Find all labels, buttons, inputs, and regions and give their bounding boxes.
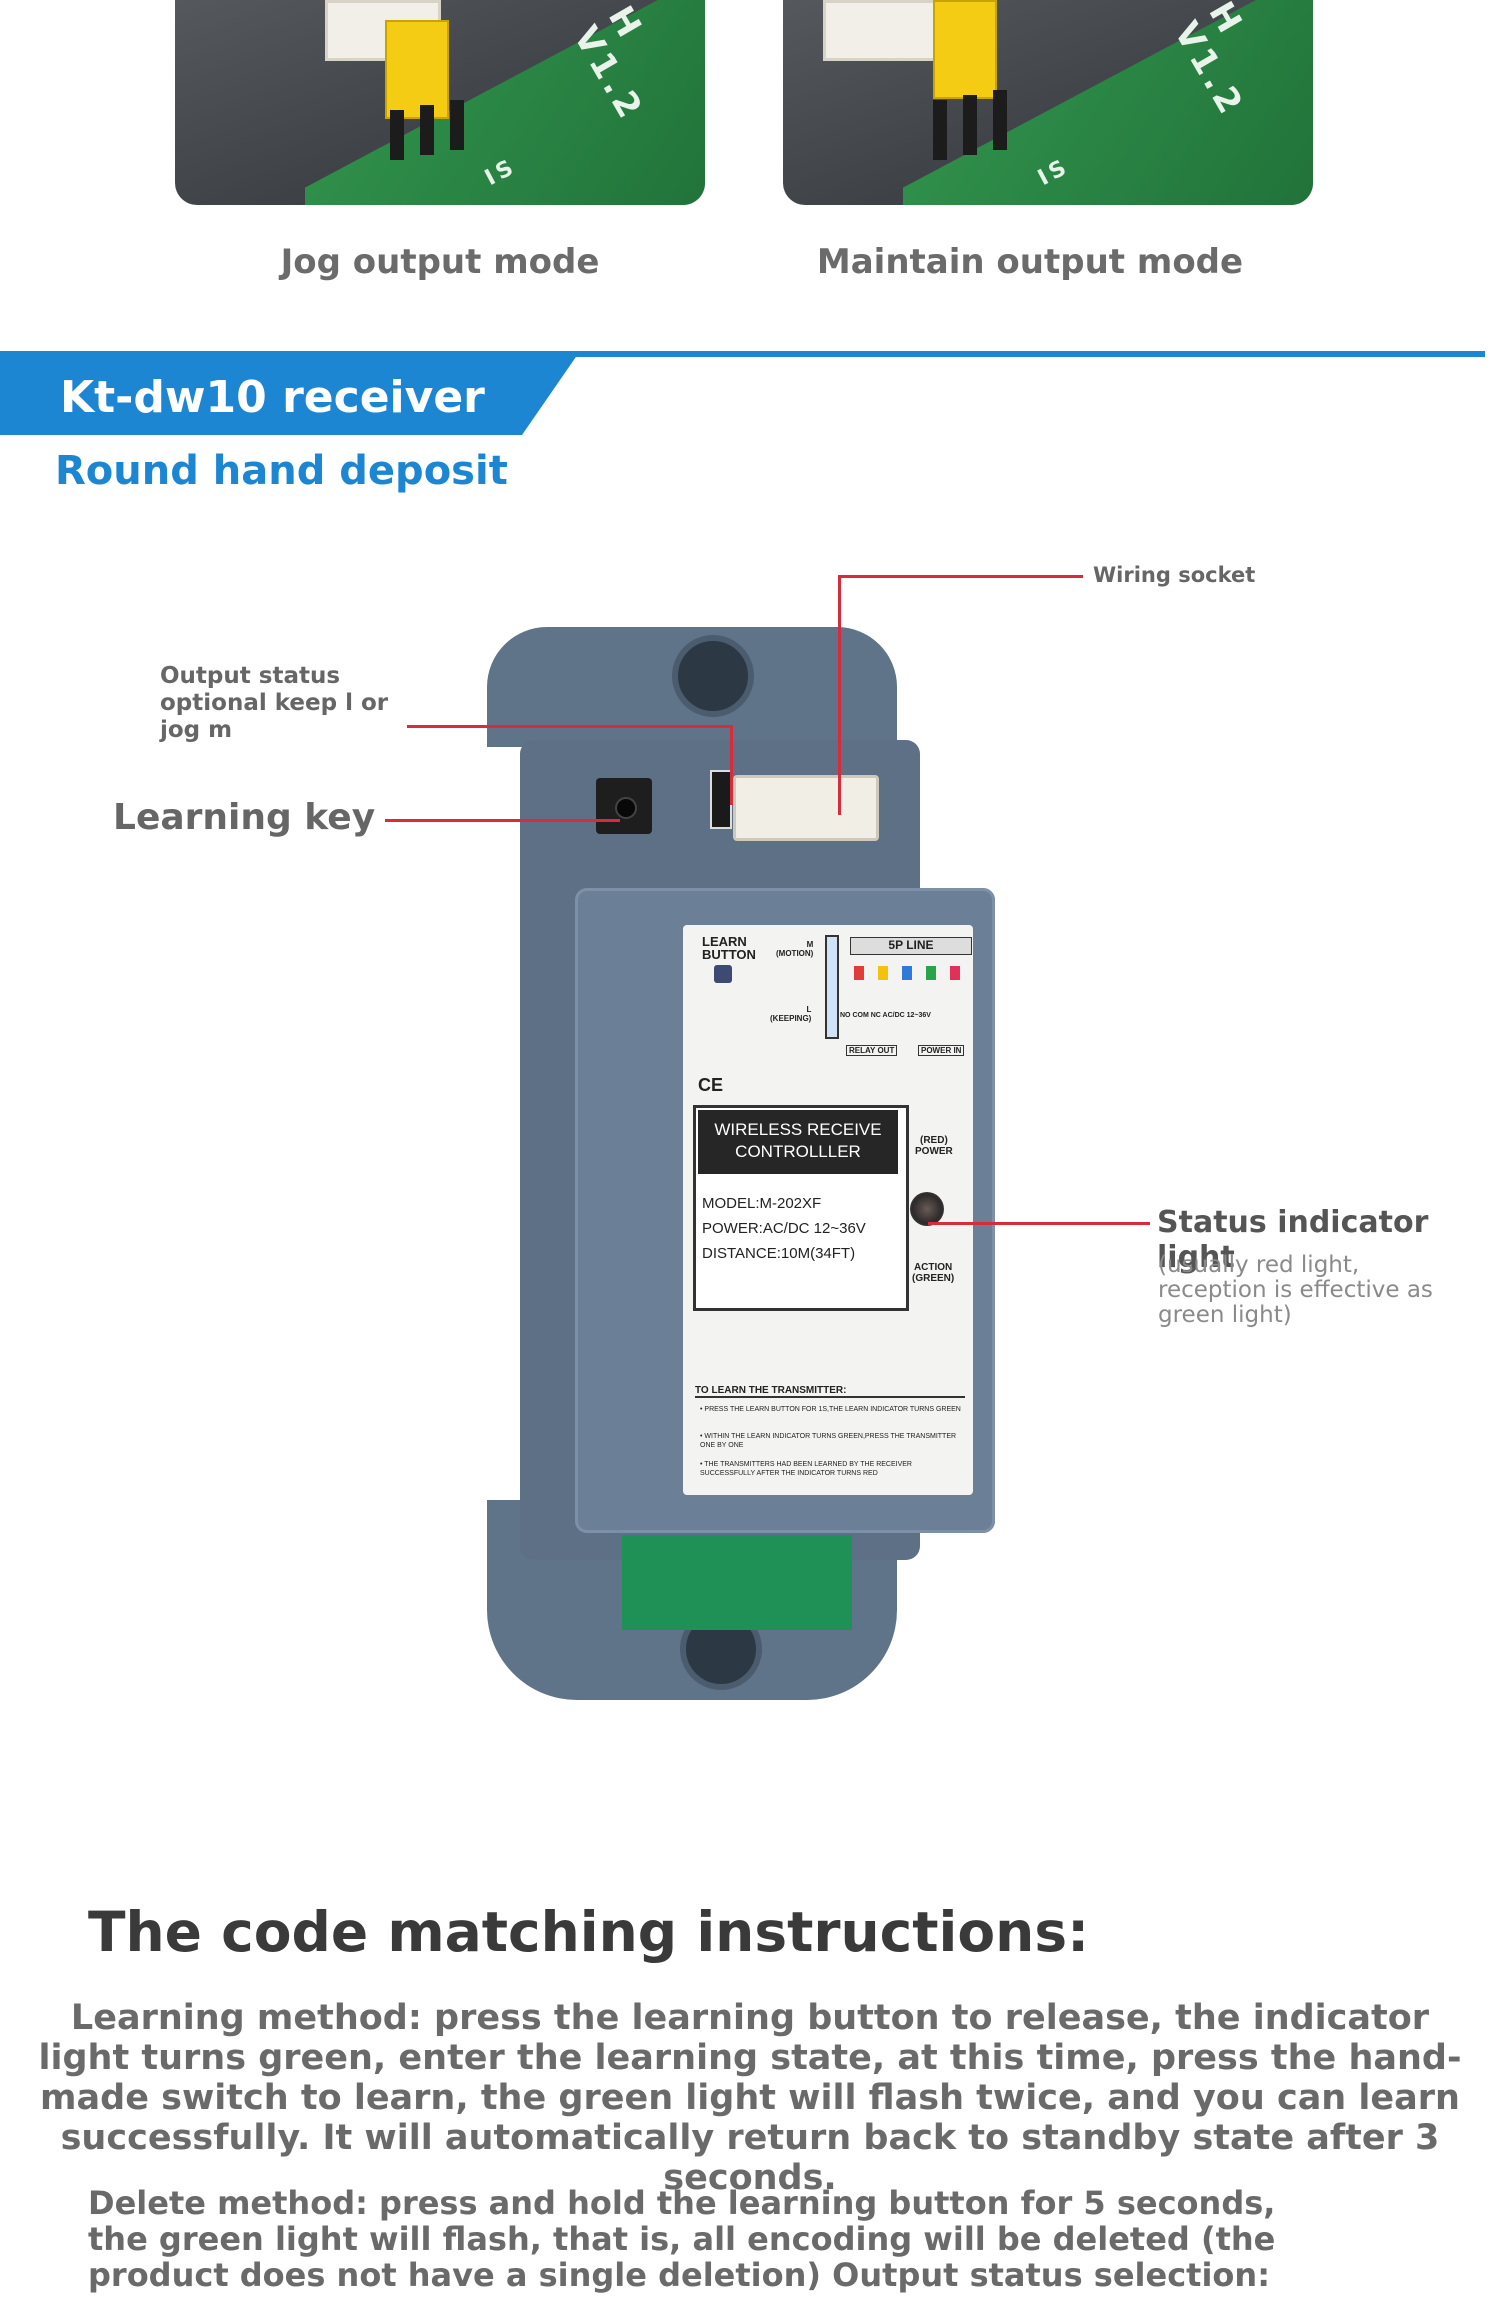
status-light-leader — [928, 1222, 1150, 1225]
wiring-socket — [733, 775, 879, 841]
learning-method-text: Learning method: press the learning butt… — [38, 1998, 1462, 2198]
controller-distance: DISTANCE:10M(34FT) — [702, 1245, 856, 1262]
maintain-mode-label: Maintain output mode — [816, 242, 1244, 282]
swatch-2 — [878, 966, 888, 980]
label-motion: M (MOTION) — [776, 940, 814, 958]
label-learn-button-dot — [714, 965, 732, 983]
instructions-title: The code matching instructions: — [88, 1900, 1090, 1964]
learning-key-leader — [385, 819, 620, 822]
wiring-socket-leader-vertical — [838, 575, 841, 815]
label-ce-mark: CE — [698, 1075, 724, 1095]
wiring-socket-leader — [838, 575, 1083, 578]
label-learn-button: LEARN BUTTON — [702, 934, 756, 962]
controller-power: POWER:AC/DC 12~36V — [702, 1220, 866, 1237]
maintain-mode-photo: H V1.2 IS — [783, 0, 1313, 205]
swatch-3 — [902, 966, 912, 980]
learn-steps-title: TO LEARN THE TRANSMITTER: — [695, 1385, 965, 1398]
learn-step-3: • THE TRANSMITTERS HAD BEEN LEARNED BY T… — [700, 1461, 912, 1477]
circuit-board — [622, 1535, 852, 1630]
output-mode-switch — [710, 770, 732, 829]
delete-method-text: Delete method: press and hold the learni… — [88, 2184, 1276, 2294]
swatch-1 — [854, 966, 864, 980]
status-light-note: (usually red light, reception is effecti… — [1158, 1252, 1433, 1328]
learn-step-2: • WITHIN THE LEARN INDICATOR TURNS GREEN… — [700, 1433, 957, 1449]
learn-step-1: • PRESS THE LEARN BUTTON FOR 1S,THE LEAR… — [700, 1406, 961, 1413]
swatch-4 — [926, 966, 936, 980]
banner-title: Kt-dw10 receiver — [60, 372, 485, 423]
label-5p-line: 5P LINE — [850, 937, 972, 955]
label-keeping: L (KEEPING) — [770, 1005, 812, 1023]
label-red-power: (RED) POWER — [915, 1135, 953, 1157]
banner-rule — [0, 351, 1485, 357]
label-terminals: NO COM NC AC/DC 12~36V — [840, 1012, 931, 1019]
controller-heading: WIRELESS RECEIVE CONTROLLLER — [698, 1110, 898, 1174]
status-light-callout: Status indicator light — [1157, 1205, 1429, 1275]
mode-switch-diagram — [825, 935, 839, 1039]
banner-tab — [0, 351, 580, 435]
status-indicator-light — [910, 1192, 944, 1226]
label-relay-out: RELAY OUT — [846, 1045, 898, 1056]
output-status-callout: Output status optional keep l or jog m — [160, 663, 389, 743]
jog-mode-photo: H V1.2 IS — [175, 0, 705, 205]
banner-subtitle: Round hand deposit — [55, 448, 508, 494]
label-action-green: ACTION (GREEN) — [912, 1262, 955, 1284]
swatch-5 — [950, 966, 960, 980]
learning-key-callout: Learning key — [113, 797, 376, 838]
wiring-socket-callout: Wiring socket — [1093, 563, 1256, 587]
output-status-leader — [407, 725, 732, 728]
mount-hole-top — [672, 635, 754, 717]
controller-model: MODEL:M-202XF — [702, 1195, 822, 1212]
jog-mode-label: Jog output mode — [280, 242, 600, 282]
color-swatches — [850, 962, 970, 992]
label-power-in: POWER IN — [918, 1045, 965, 1056]
output-status-leader-vertical — [730, 725, 733, 805]
